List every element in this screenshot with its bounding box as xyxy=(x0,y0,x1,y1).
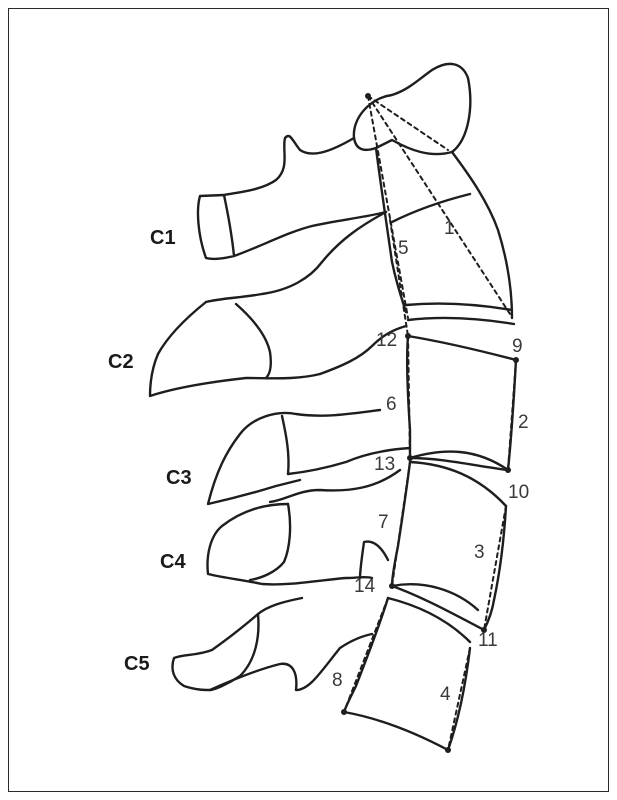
landmark-point xyxy=(505,467,511,473)
c2-anterior-edge xyxy=(452,152,512,318)
label-2: 2 xyxy=(518,412,529,433)
dens-outline xyxy=(354,64,470,154)
c1-arch-lower-edge xyxy=(234,212,386,256)
c5-vertebra xyxy=(172,598,470,750)
c4-spinous-inner xyxy=(250,504,290,580)
c3-spinous-inner xyxy=(282,416,289,474)
c2-spinous-inner xyxy=(236,304,271,378)
c4-vertebra xyxy=(208,462,506,642)
vertebra-labels: C1 C2 C3 C4 C5 xyxy=(108,227,192,675)
label-c1: C1 xyxy=(150,227,176,249)
line-3 xyxy=(484,506,506,630)
c1-posterior-arch xyxy=(198,195,234,259)
c4-inferior-endplate xyxy=(392,584,478,610)
landmark-point xyxy=(389,583,395,589)
c2-inferior-endplate-2 xyxy=(408,318,514,324)
c4-body xyxy=(392,506,506,630)
c4-inferior-endplate-2 xyxy=(388,598,470,642)
landmark-point xyxy=(513,357,519,363)
label-c2: C2 xyxy=(108,351,134,373)
line-4 xyxy=(448,648,470,750)
c5-spinous-inner xyxy=(210,614,258,690)
label-c4: C4 xyxy=(160,551,186,573)
measurement-labels: 1 2 3 4 5 6 7 8 9 10 11 12 13 14 xyxy=(332,218,529,705)
label-1: 1 xyxy=(444,218,455,239)
landmark-point xyxy=(405,333,411,339)
landmark-point xyxy=(365,93,371,99)
line-dens-right xyxy=(368,96,448,150)
c2-dens-base xyxy=(392,194,470,222)
c1-anterior-arch xyxy=(224,136,354,195)
line-1-diagonal xyxy=(368,96,510,314)
label-3: 3 xyxy=(474,542,485,563)
c3-vertebra xyxy=(208,336,516,506)
label-11: 11 xyxy=(478,630,498,651)
label-7: 7 xyxy=(378,512,389,533)
c3-body xyxy=(408,336,516,470)
label-10: 10 xyxy=(508,482,529,503)
label-5: 5 xyxy=(398,238,409,259)
label-13: 13 xyxy=(374,454,395,475)
landmark-point xyxy=(407,455,413,461)
line-dens-left xyxy=(368,96,408,318)
label-12: 12 xyxy=(376,330,397,351)
c2-inferior-endplate xyxy=(406,304,512,310)
landmark-point xyxy=(445,747,451,753)
line-8 xyxy=(344,598,388,712)
label-c5: C5 xyxy=(124,653,150,675)
label-c3: C3 xyxy=(166,467,192,489)
c2-spinous-process xyxy=(150,302,320,396)
label-4: 4 xyxy=(440,684,451,705)
label-8: 8 xyxy=(332,670,343,691)
c4-articular xyxy=(360,542,388,578)
landmark-point xyxy=(341,709,347,715)
label-9: 9 xyxy=(512,336,523,357)
label-6: 6 xyxy=(386,394,397,415)
label-14: 14 xyxy=(354,576,376,597)
